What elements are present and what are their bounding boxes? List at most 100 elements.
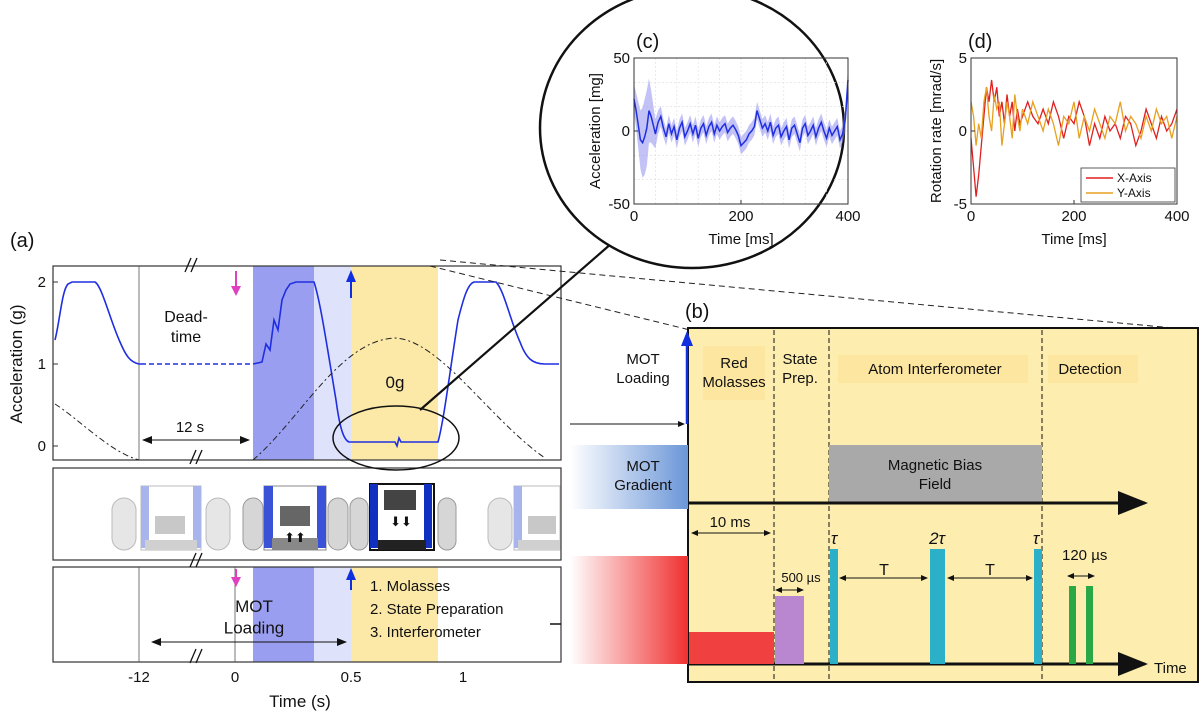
pi-half-pulse [830, 549, 838, 664]
capsule-base-icon [378, 540, 426, 550]
dead-time-curve [54, 337, 546, 461]
legend-entry: X-Axis [1117, 171, 1152, 185]
step-1: 1. Molasses [370, 578, 450, 595]
capsule-tank-icon [327, 497, 349, 551]
ytick-label: -5 [954, 196, 967, 213]
capsule-side-icon [264, 486, 273, 548]
xtick-label: 400 [835, 208, 860, 225]
zoom-connector [419, 242, 613, 411]
xtick-label: 0 [967, 208, 975, 225]
capsule-payload-icon [384, 490, 416, 510]
zoom-connector-dashed [439, 259, 1196, 331]
laser-gradient-block [570, 556, 688, 664]
phase-box-atom-interferometer [838, 355, 1028, 383]
xtick: 0 [231, 669, 239, 686]
ytick-label: -50 [608, 196, 630, 213]
zero-g-label: 0g [386, 373, 405, 392]
band-pale-top [314, 266, 351, 460]
panel-a-top-frame [52, 265, 562, 461]
magenta-arrow-icon [231, 577, 241, 587]
panel-a-bottom-frame [52, 566, 562, 663]
band-pale-bottom [314, 567, 351, 662]
xtick-label: 0 [630, 208, 638, 225]
state-prep-pulse [775, 596, 804, 664]
acceleration-trace [54, 281, 141, 365]
pi-half-pulse [1034, 549, 1042, 664]
phase-box-detection [1048, 355, 1138, 383]
xtick: 0.5 [341, 669, 362, 686]
panel-a: (a) Acceleration (g) 2 1 0 -12 0 0.5 1 T… [7, 230, 1196, 711]
thrust-down-icon: ⬇⬇ [390, 514, 412, 529]
xtick-label: 400 [1164, 208, 1189, 225]
capsule-side-icon [424, 484, 432, 548]
t-interval-label: T [879, 562, 889, 579]
detection-pulse [1086, 586, 1093, 664]
capsule-tank-icon [487, 497, 513, 551]
zoom-ellipse [332, 405, 460, 471]
capsule-side-icon [514, 486, 522, 548]
capsule-side-icon [317, 486, 326, 548]
capsule-payload-icon [528, 516, 556, 534]
capsule-side-icon [193, 486, 201, 548]
panel-a-mid-frame [52, 467, 562, 561]
pi-pulse [930, 549, 945, 664]
magnetic-bias-field [829, 445, 1042, 503]
capsule-side-icon [370, 484, 378, 548]
ytick: 1 [38, 356, 46, 373]
xtick: -12 [128, 669, 150, 686]
panel-c-label: (c) [636, 31, 659, 53]
blue-arrow-icon [346, 270, 356, 282]
capsule-tank-icon [349, 497, 369, 551]
thrust-up-icon: ⬆⬆ [284, 530, 306, 545]
band-yellow-top [351, 266, 438, 460]
magenta-arrow-icon [231, 286, 241, 296]
molasses-laser-block [689, 632, 774, 664]
series-line-2 [970, 87, 1178, 146]
molasses-duration: 10 ms [710, 514, 751, 531]
mot-loading-arrow-icon [681, 331, 693, 346]
y-axis-label: Acceleration [mg] [587, 73, 604, 189]
panel-a-label: (a) [10, 230, 34, 252]
capsule-base-icon [272, 538, 318, 550]
phase-box-molasses [703, 346, 765, 400]
ylabel-a: Acceleration (g) [7, 304, 26, 423]
band-violet-bottom [253, 567, 314, 662]
mot-gradient-block [570, 445, 688, 509]
xlabel-a: Time (s) [269, 692, 331, 711]
state-prep-duration: 500 µs [781, 570, 821, 585]
xtick: 1 [459, 669, 467, 686]
pulse-label-tau: τ [1033, 529, 1041, 548]
capsule-side-icon [141, 486, 149, 548]
x-axis-label: Time [ms] [1041, 231, 1106, 248]
band-yellow-bottom [351, 567, 438, 662]
dead-time-label: Dead-time [164, 309, 208, 346]
phase-detection: Detection [1058, 361, 1121, 378]
series-line-1 [970, 79, 1178, 197]
capsule-base-icon [518, 540, 560, 550]
axis-break [184, 257, 203, 664]
panel-b-label: (b) [685, 301, 709, 323]
series-line-1 [633, 79, 849, 148]
capsule-tank-icon [205, 497, 231, 551]
phase-atom-interferometer: Atom Interferometer [868, 361, 1001, 378]
step-3: 3. Interferometer [370, 624, 481, 641]
detection-pulse [1069, 586, 1076, 664]
pulse-label-tau: τ [831, 529, 839, 548]
ytick: 0 [38, 438, 46, 455]
capsule-illustrations: ⬆⬆ ⬇⬇ [111, 483, 561, 551]
x-axis-label: Time [ms] [708, 231, 773, 248]
xtick-label: 200 [728, 208, 753, 225]
ytick-label: 50 [613, 50, 630, 67]
zoom-connector-dashed [429, 265, 691, 331]
capsule-payload-icon [280, 506, 310, 526]
